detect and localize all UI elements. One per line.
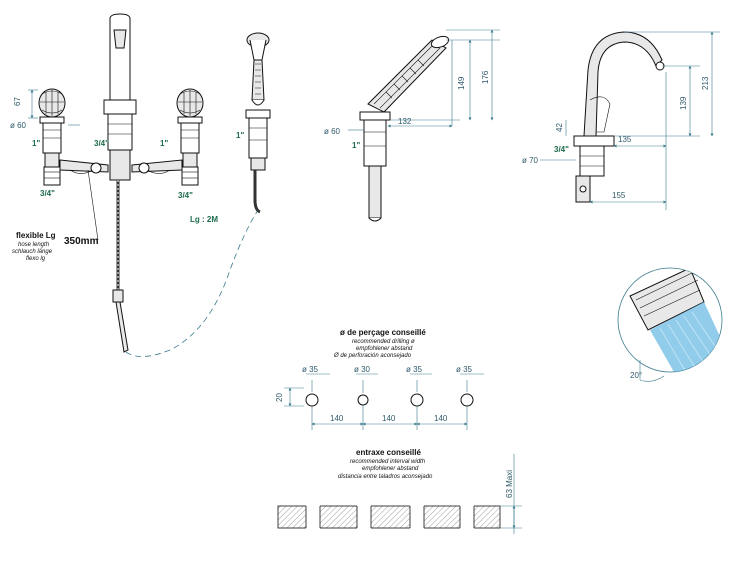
hand-shower-front-view <box>245 32 271 214</box>
mixer-diameter-dimension: ø 60 <box>10 121 27 130</box>
spout-thread-34: 3/4" <box>554 145 569 154</box>
spout-diameter-70: ø 70 <box>522 156 539 165</box>
aerator-detail <box>617 267 723 382</box>
drilling-height: 20 <box>275 393 284 402</box>
drilling-title: ø de perçage conseillé <box>340 328 426 337</box>
mixer-front-view: 67 ø 60 <box>10 13 259 357</box>
connecting-pipes <box>59 159 183 174</box>
handshower-thread: 1" <box>236 131 244 140</box>
interval-max-thickness: 63 Maxi <box>505 470 514 498</box>
mixer-thread-centre-34: 3/4" <box>94 139 109 148</box>
mixer-height-dimension: 67 <box>13 97 22 106</box>
interval-title: entraxe conseillé <box>356 448 421 457</box>
centre-spout <box>103 13 137 181</box>
side-view-hand-shower <box>348 29 500 222</box>
hose-line-de: schlauch länge <box>12 249 53 255</box>
left-handle <box>38 88 66 186</box>
drilling-diagram <box>284 373 484 430</box>
drilling-spacing-3: 140 <box>434 414 448 423</box>
mixer-thread-left-34: 3/4" <box>40 189 55 198</box>
spout-dimension-155: 155 <box>612 191 626 200</box>
drilling-line-de: empfohlener abstand <box>356 346 413 352</box>
hose-line-es: flexo lg <box>26 256 46 262</box>
side-thread-1in: 1" <box>352 141 360 150</box>
side-dimension-176: 176 <box>481 70 490 84</box>
interval-line-en: recommended interval width <box>350 459 426 465</box>
right-handle <box>176 88 204 186</box>
interval-line-es: distancia entre taladros aconsejado <box>338 474 433 480</box>
spout-dimension-213: 213 <box>701 76 710 90</box>
spout-dimension-139: 139 <box>679 96 688 110</box>
mixer-thread-left-1in: 1" <box>32 139 40 148</box>
hose-line <box>112 180 259 357</box>
drilling-diameter-2: ø 30 <box>354 365 371 374</box>
hose-legend: flexible Lg hose length schlauch länge f… <box>12 231 99 262</box>
drilling-diameter-4: ø 35 <box>456 365 473 374</box>
side-diameter-dimension: ø 60 <box>324 127 341 136</box>
handshower-hose-length: Lg : 2M <box>190 215 218 224</box>
drilling-spacing-1: 140 <box>330 414 344 423</box>
drilling-spacing-2: 140 <box>382 414 396 423</box>
mixer-thread-right-1in: 1" <box>160 139 168 148</box>
hose-title: flexible Lg <box>16 231 56 240</box>
spout-dimension-42: 42 <box>555 123 564 132</box>
interval-legend: entraxe conseillé recommended interval w… <box>338 448 433 480</box>
drilling-diameter-1: ø 35 <box>302 365 319 374</box>
aerator-angle: 20° <box>630 371 642 380</box>
drilling-line-es: Ø de perforación aconsejado <box>333 353 412 359</box>
side-view-spout <box>540 31 720 210</box>
spout-dimension-135: 135 <box>618 135 632 144</box>
drilling-legend: ø de perçage conseillé recommended drill… <box>333 328 426 359</box>
interval-line-de: empfohlener abstand <box>362 466 419 472</box>
mixer-thread-right-34: 3/4" <box>178 191 193 200</box>
countertop-section <box>277 454 522 534</box>
side-dimension-132: 132 <box>398 117 412 126</box>
drilling-line-en: recommended drilling ø <box>352 339 415 345</box>
drilling-diameter-3: ø 35 <box>406 365 423 374</box>
side-dimension-149: 149 <box>457 76 466 90</box>
hose-line-en: hose length <box>18 242 50 248</box>
hose-length: 350mm <box>64 236 99 247</box>
